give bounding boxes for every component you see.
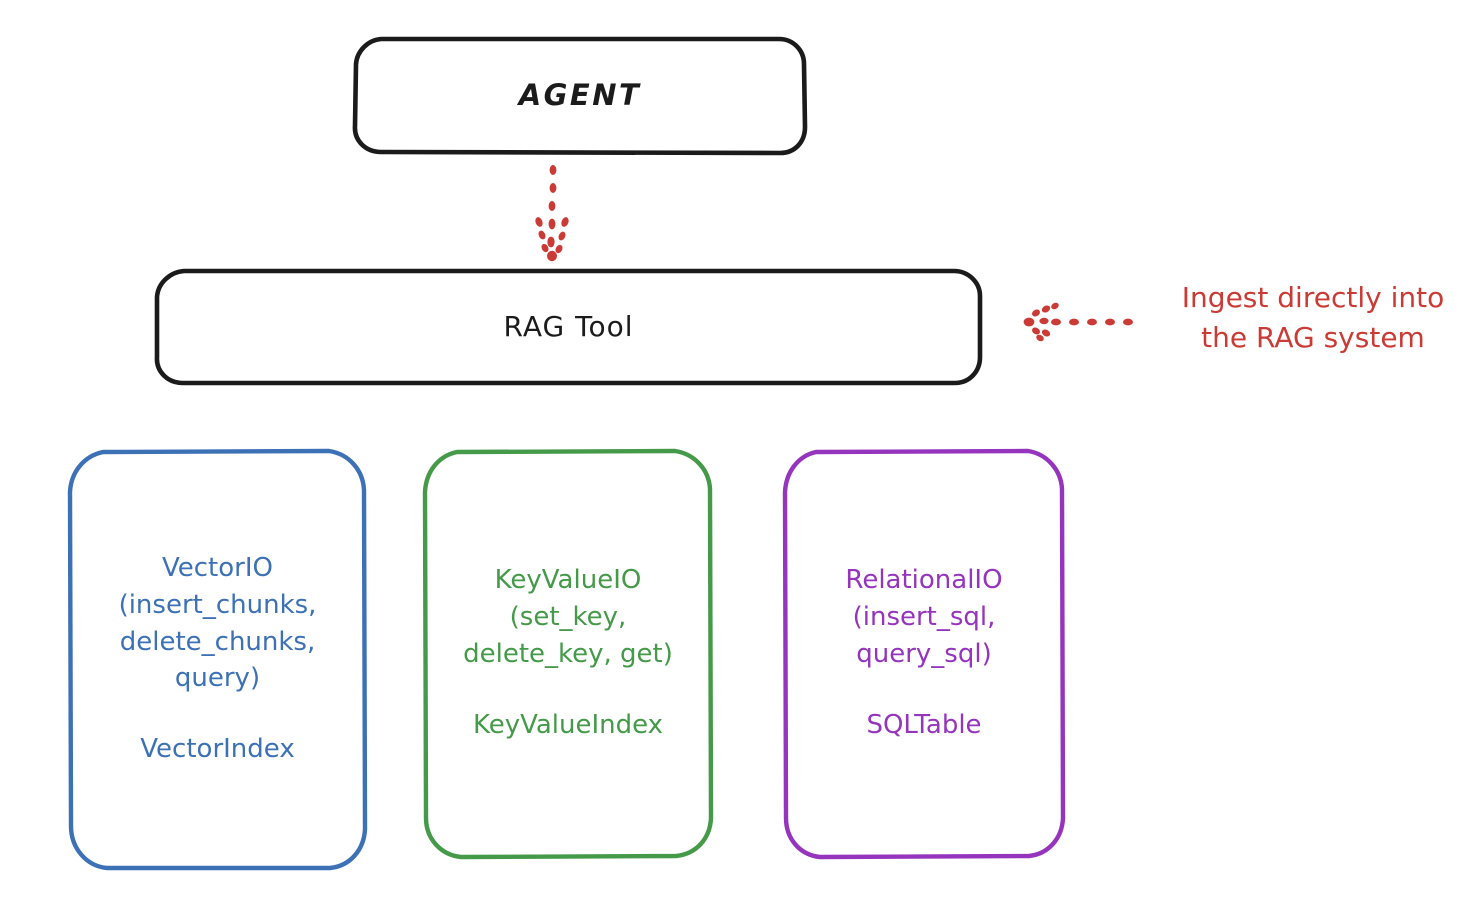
key-value-io-node[interactable]: KeyValueIO (set_key, delete_key, get) Ke…	[425, 450, 711, 856]
agent-label: AGENT	[518, 78, 642, 112]
vector-index-label: VectorIndex	[140, 734, 295, 765]
relational-io-label: RelationalIO (insert_sql, query_sql)	[845, 565, 1003, 669]
vector-io-label: VectorIO (insert_chunks, delete_chunks, …	[118, 552, 317, 694]
agent-node[interactable]: AGENT	[355, 38, 805, 152]
key-value-index-label: KeyValueIndex	[472, 709, 664, 740]
ingest-arrow	[1023, 302, 1133, 342]
relational-io-node[interactable]: RelationalIO (insert_sql, query_sql) SQL…	[785, 450, 1063, 856]
sql-table-label: SQLTable	[866, 709, 982, 740]
rag-tool-label: RAG Tool	[503, 310, 634, 343]
rag-tool-node[interactable]: RAG Tool	[157, 270, 980, 383]
key-value-io-label: KeyValueIO (set_key, delete_key, get)	[463, 565, 673, 669]
vector-io-node[interactable]: VectorIO (insert_chunks, delete_chunks, …	[70, 450, 365, 868]
ingest-annotation: Ingest directly into the RAG system	[1181, 281, 1445, 354]
agent-to-rag-arrow	[535, 165, 569, 262]
